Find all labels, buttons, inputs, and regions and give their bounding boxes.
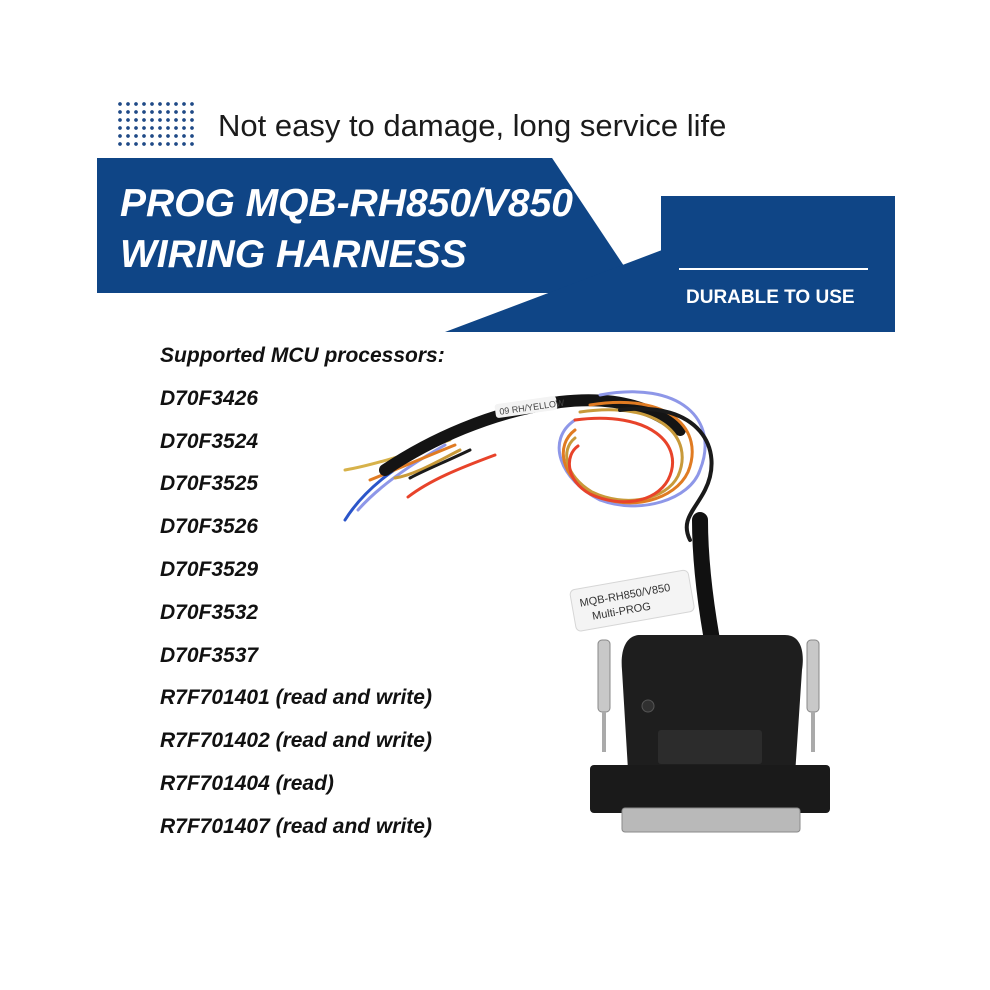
product-tag-body — [569, 569, 695, 632]
mcu-list: Supported MCU processors: D70F3426 D70F3… — [160, 341, 445, 855]
mcu-item: D70F3529 — [160, 557, 259, 581]
mcu-item: D70F3526 — [160, 515, 259, 539]
mcu-item: D70F3532 — [160, 600, 259, 624]
dot-grid-decoration — [116, 100, 194, 148]
cable-label-sleeve — [494, 396, 558, 418]
thumb-screw-right — [806, 639, 820, 752]
mcu-item: D70F3426 — [160, 386, 259, 410]
wire-end-red — [406, 453, 497, 499]
loop-wire-red — [567, 416, 675, 504]
mcu-item: R7F701404 (read) — [160, 771, 334, 795]
banner-main-panel — [97, 158, 642, 293]
mcu-item: D70F3524 — [160, 429, 259, 453]
hood-screw — [641, 699, 655, 713]
main-cable — [692, 512, 720, 648]
mcu-item: R7F701407 (read and write) — [160, 814, 432, 838]
tagline: Not easy to damage, long service life — [218, 108, 727, 143]
loop-wire-black — [618, 406, 714, 542]
mcu-item: R7F701401 (read and write) — [160, 686, 432, 710]
banner-subtitle: DURABLE TO USE — [686, 287, 855, 308]
banner-title-line1: PROG MQB-RH850/V850 — [120, 182, 573, 225]
loop-wire-purple — [557, 390, 707, 508]
product-tag: MQB-RH850/V850 Multi-PROG — [569, 569, 695, 632]
wire-end-black — [408, 448, 472, 480]
banner-title: PROG MQB-RH850/V850 WIRING HARNESS — [120, 178, 573, 280]
banner-title-line2: WIRING HARNESS — [120, 233, 467, 276]
mcu-item: R7F701402 (read and write) — [160, 729, 432, 753]
wire-end-orange — [368, 443, 457, 482]
db25-wiring-harness-photo: 09 RH/YELLOW MQB-RH850/V850 Multi-PROG — [343, 390, 830, 833]
wire-end-tan — [393, 448, 462, 480]
connector-flange — [590, 765, 830, 813]
wire-loop — [557, 390, 714, 542]
banner-divider-line — [679, 268, 868, 270]
hood-recess — [658, 730, 762, 764]
mcu-heading: Supported MCU processors: — [160, 344, 445, 367]
thumb-screw-left — [597, 639, 611, 752]
mcu-item: D70F3525 — [160, 472, 259, 496]
wire-end-purple — [356, 443, 447, 512]
pin-shell — [621, 807, 801, 833]
mcu-item: D70F3537 — [160, 643, 259, 667]
